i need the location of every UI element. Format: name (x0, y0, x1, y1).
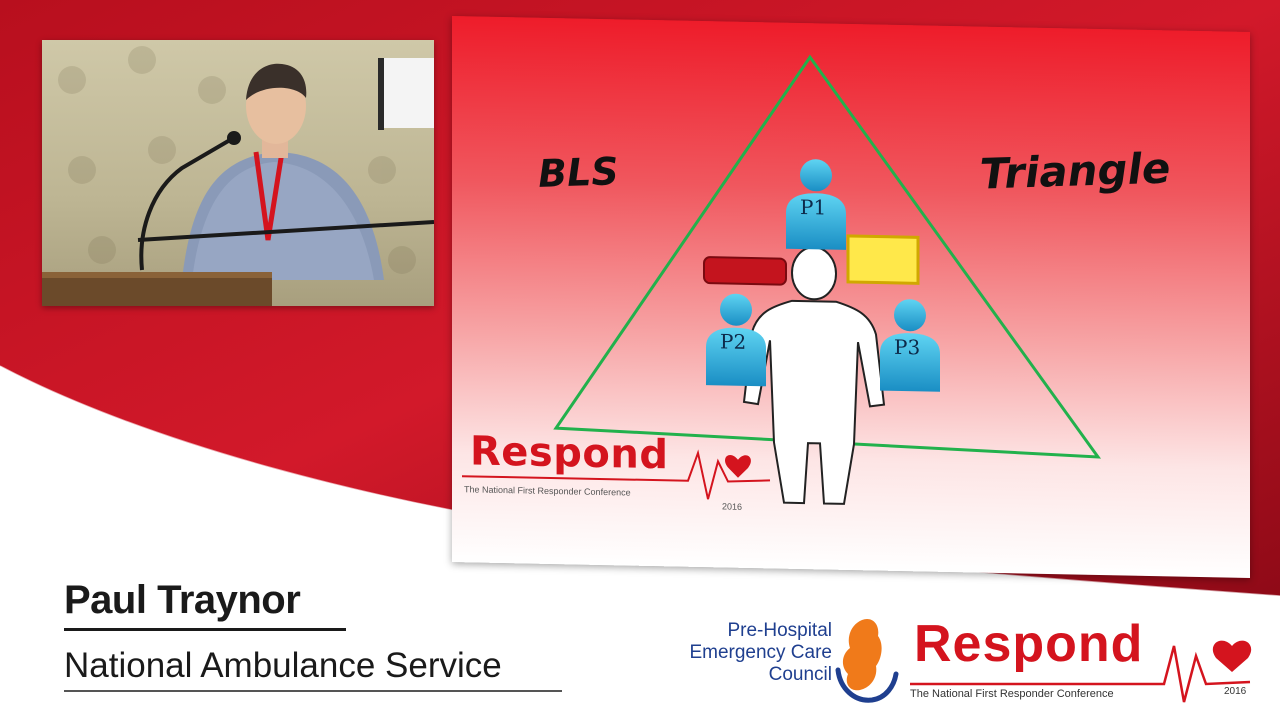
responder-p2-icon (706, 293, 766, 387)
phecc-line-3: Council (768, 664, 832, 685)
phecc-line-1: Pre-Hospital (727, 620, 832, 641)
name-underline (64, 628, 346, 631)
slide-heart-icon (725, 455, 751, 478)
slide-logo-year: 2016 (722, 501, 743, 512)
responder-p1-icon (786, 159, 846, 250)
respond-logo-tagline: The National First Responder Conference (910, 688, 1114, 700)
presentation-slide: BLS Triangle P1 P2 P3 Respond The Nation… (452, 16, 1250, 579)
responder-p3-icon (880, 299, 940, 392)
ireland-hands-icon (835, 618, 899, 703)
slide-title-right: Triangle (978, 143, 1172, 199)
aed-box-icon (846, 234, 920, 285)
speaker-video-panel (42, 40, 434, 306)
organization-underline (64, 690, 562, 692)
label-p3: P3 (894, 334, 921, 360)
phecc-line-2: Emergency Care (689, 642, 832, 663)
speaker-illustration (42, 46, 434, 306)
respond-ecg-heart-icon (910, 640, 1252, 703)
speaker-name: Paul Traynor (64, 578, 301, 622)
red-kit-bag-icon (703, 256, 787, 286)
phecc-logo: Pre-Hospital Emergency Care Council (689, 612, 900, 708)
respond-logo: Respond The National First Responder Con… (906, 610, 1266, 710)
slide-graphics (462, 54, 1102, 505)
label-p2: P2 (720, 329, 747, 354)
respond-logo-year: 2016 (1224, 686, 1247, 697)
respond-logo-word: Respond (914, 615, 1144, 673)
label-p1: P1 (800, 194, 827, 220)
slide-logo-word: Respond (470, 428, 669, 479)
slide-ecg-line (462, 449, 771, 500)
slide-title-left: BLS (536, 149, 620, 196)
patient-figure (742, 246, 886, 505)
speaker-organization: National Ambulance Service (64, 646, 502, 685)
